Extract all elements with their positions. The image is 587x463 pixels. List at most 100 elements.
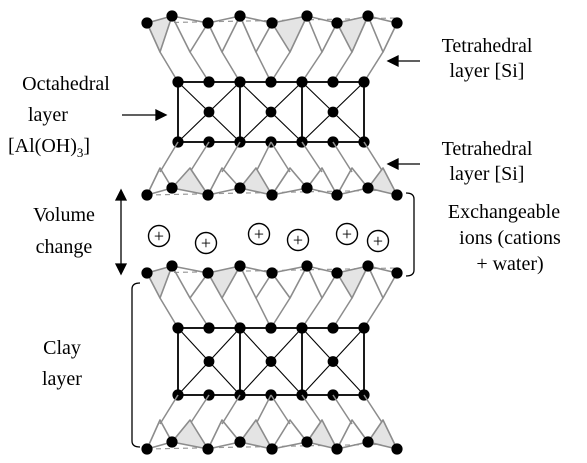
- upper-bottom-tetrahedral-tetrahedron: [367, 167, 398, 196]
- lower-top-bond: [363, 297, 384, 329]
- lower-top-tetrahedral-tetrahedron: [171, 265, 209, 299]
- cation-plus-sign: +: [201, 233, 211, 253]
- upper-top-tetrahedral-oxygen-atom: [331, 17, 343, 29]
- upper-bottom-tetrahedral-oxygen-atom: [234, 182, 246, 194]
- upper-bottom-tetrahedral-oxygen-atom: [331, 189, 343, 201]
- upper-octahedral-hydroxyl-atom: [172, 76, 184, 88]
- cation-circle: [147, 224, 171, 248]
- exchangeable-label-line3: + water): [476, 253, 543, 275]
- cation-ion: +: [366, 229, 390, 253]
- exchangeable-bracket: [405, 192, 415, 277]
- upper-top-tetrahedral-oxygen-atom: [166, 10, 178, 22]
- lower-bottom-tetrahedral-tetrahedron: [306, 419, 338, 450]
- tetrahedral-mid-arrow: [386, 157, 420, 171]
- upper-octahedral-sheet: [172, 76, 370, 148]
- upper-top-tetrahedral-oxygen-atom: [234, 10, 246, 22]
- upper-top-bond: [159, 51, 179, 83]
- octahedral-arrow: [122, 108, 168, 122]
- cation-ion: +: [194, 231, 218, 255]
- upper-top-tetrahedral-oxygen-atom: [266, 17, 278, 29]
- lower-octahedral-sheet: [172, 322, 370, 401]
- lower-octahedral-aluminium-atom: [327, 356, 339, 367]
- lower-top-tetrahedral-tetrahedron: [306, 265, 338, 299]
- lower-octahedral-hydroxyl-atom: [296, 322, 308, 334]
- upper-top-tetrahedral-oxygen-atom: [202, 17, 214, 29]
- lower-octahedral-hydroxyl-atom: [358, 322, 370, 334]
- upper-bottom-tetrahedral-oxygen-atom: [266, 189, 278, 201]
- upper-bottom-tetrahedral-oxygen-atom: [141, 189, 153, 201]
- lower-bottom-bonds: [159, 394, 384, 425]
- lower-bottom-tetrahedral-sheet: [141, 419, 403, 455]
- octahedral-formula-subscript: 3: [77, 145, 84, 160]
- cation-ion: +: [247, 222, 271, 246]
- exchangeable-label-line1: Exchangeable: [448, 201, 560, 223]
- lower-top-bond: [301, 297, 323, 329]
- lower-bottom-tetrahedral-oxygen-atom: [166, 436, 178, 448]
- upper-bottom-bond: [332, 141, 353, 173]
- upper-bottom-tetrahedral-oxygen-atom: [391, 189, 403, 201]
- lower-bottom-tetrahedral-tetrahedron: [239, 419, 273, 450]
- upper-top-tetrahedral-oxygen-atom: [301, 10, 313, 22]
- upper-octahedral-hydroxyl-atom: [265, 76, 277, 88]
- upper-top-tetrahedral-tetrahedron: [171, 15, 209, 53]
- upper-bottom-bond: [363, 141, 384, 173]
- upper-bottom-tetrahedral-tetrahedron: [207, 167, 241, 196]
- octahedral-label-line1: Octahedral: [22, 73, 110, 95]
- lower-bottom-bond: [159, 394, 179, 425]
- upper-top-bond: [363, 51, 384, 83]
- clay-layer-label-line1: Clay: [43, 337, 81, 359]
- upper-top-tetrahedral-oxygen-atom: [391, 17, 403, 29]
- upper-top-bond: [189, 51, 210, 83]
- octahedral-label-line3: [Al(OH)3]: [8, 135, 90, 160]
- upper-bottom-tetrahedral-oxygen-atom: [166, 182, 178, 194]
- lower-bottom-tetrahedral-oxygen-atom: [331, 443, 343, 455]
- cation-ion: +: [335, 222, 359, 246]
- upper-octahedral-aluminium-atom: [265, 106, 277, 118]
- lower-top-tetrahedral-oxygen-atom: [202, 267, 214, 279]
- lower-top-bond: [332, 297, 353, 329]
- cation-plus-sign: +: [154, 226, 164, 246]
- upper-octahedral-aluminium-atom: [203, 106, 215, 118]
- upper-bottom-bond: [270, 141, 291, 173]
- lower-top-tetrahedral-oxygen-atom: [266, 267, 278, 279]
- upper-top-bond: [270, 51, 291, 83]
- cation-plus-sign: +: [373, 231, 383, 251]
- upper-top-tetrahedral-tetrahedron: [146, 15, 173, 53]
- lower-bottom-tetrahedral-oxygen-atom: [301, 436, 313, 448]
- upper-top-tetrahedral-oxygen-atom: [141, 17, 153, 29]
- lower-top-bond: [189, 297, 210, 329]
- octahedral-label-line2: layer: [28, 104, 68, 126]
- lower-bottom-bond: [332, 394, 353, 425]
- lower-top-tetrahedral-oxygen-atom: [234, 260, 246, 272]
- lower-bottom-tetrahedral-oxygen-atom: [362, 436, 374, 448]
- lower-octahedral-hydroxyl-atom: [327, 322, 339, 334]
- lower-top-bonds: [159, 297, 384, 329]
- lower-bottom-tetrahedral-tetrahedron: [207, 419, 241, 450]
- lower-bottom-tetrahedral-oxygen-atom: [266, 443, 278, 455]
- lower-bottom-tetrahedral-oxygen-atom: [141, 443, 153, 455]
- lower-bottom-tetrahedral-oxygen-atom: [234, 436, 246, 448]
- lower-top-tetrahedral-tetrahedron: [367, 265, 398, 299]
- tetrahedral-mid-label-line1: Tetrahedral: [442, 138, 533, 160]
- tetrahedral-top-label-line2: layer [Si]: [450, 60, 525, 82]
- exchangeable-label-line2: ions (cations: [459, 227, 561, 249]
- lower-bottom-bond: [301, 394, 323, 425]
- lower-bottom-bond: [189, 394, 210, 425]
- cation-plus-sign: +: [293, 230, 303, 250]
- upper-octahedral-hydroxyl-atom: [234, 76, 246, 88]
- upper-top-tetrahedral-tetrahedron: [367, 15, 398, 53]
- upper-top-tetrahedral-sheet: [141, 10, 403, 53]
- lower-top-tetrahedral-tetrahedron: [207, 265, 241, 299]
- upper-top-tetrahedral-tetrahedron: [271, 15, 308, 53]
- tetrahedral-top-label-line1: Tetrahedral: [442, 35, 533, 57]
- lower-octahedral-hydroxyl-atom: [234, 322, 246, 334]
- lower-octahedral-hydroxyl-atom: [265, 322, 277, 334]
- upper-octahedral-hydroxyl-atom: [327, 76, 339, 88]
- upper-top-bond: [221, 51, 241, 83]
- octahedral-formula-close: ]: [83, 135, 90, 157]
- upper-top-tetrahedral-tetrahedron: [336, 15, 369, 53]
- lower-bottom-tetrahedral-tetrahedron: [271, 419, 308, 450]
- upper-bottom-bond: [189, 141, 210, 173]
- tetrahedral-mid-label-line2: layer [Si]: [450, 163, 525, 185]
- lower-top-tetrahedral-oxygen-atom: [391, 267, 403, 279]
